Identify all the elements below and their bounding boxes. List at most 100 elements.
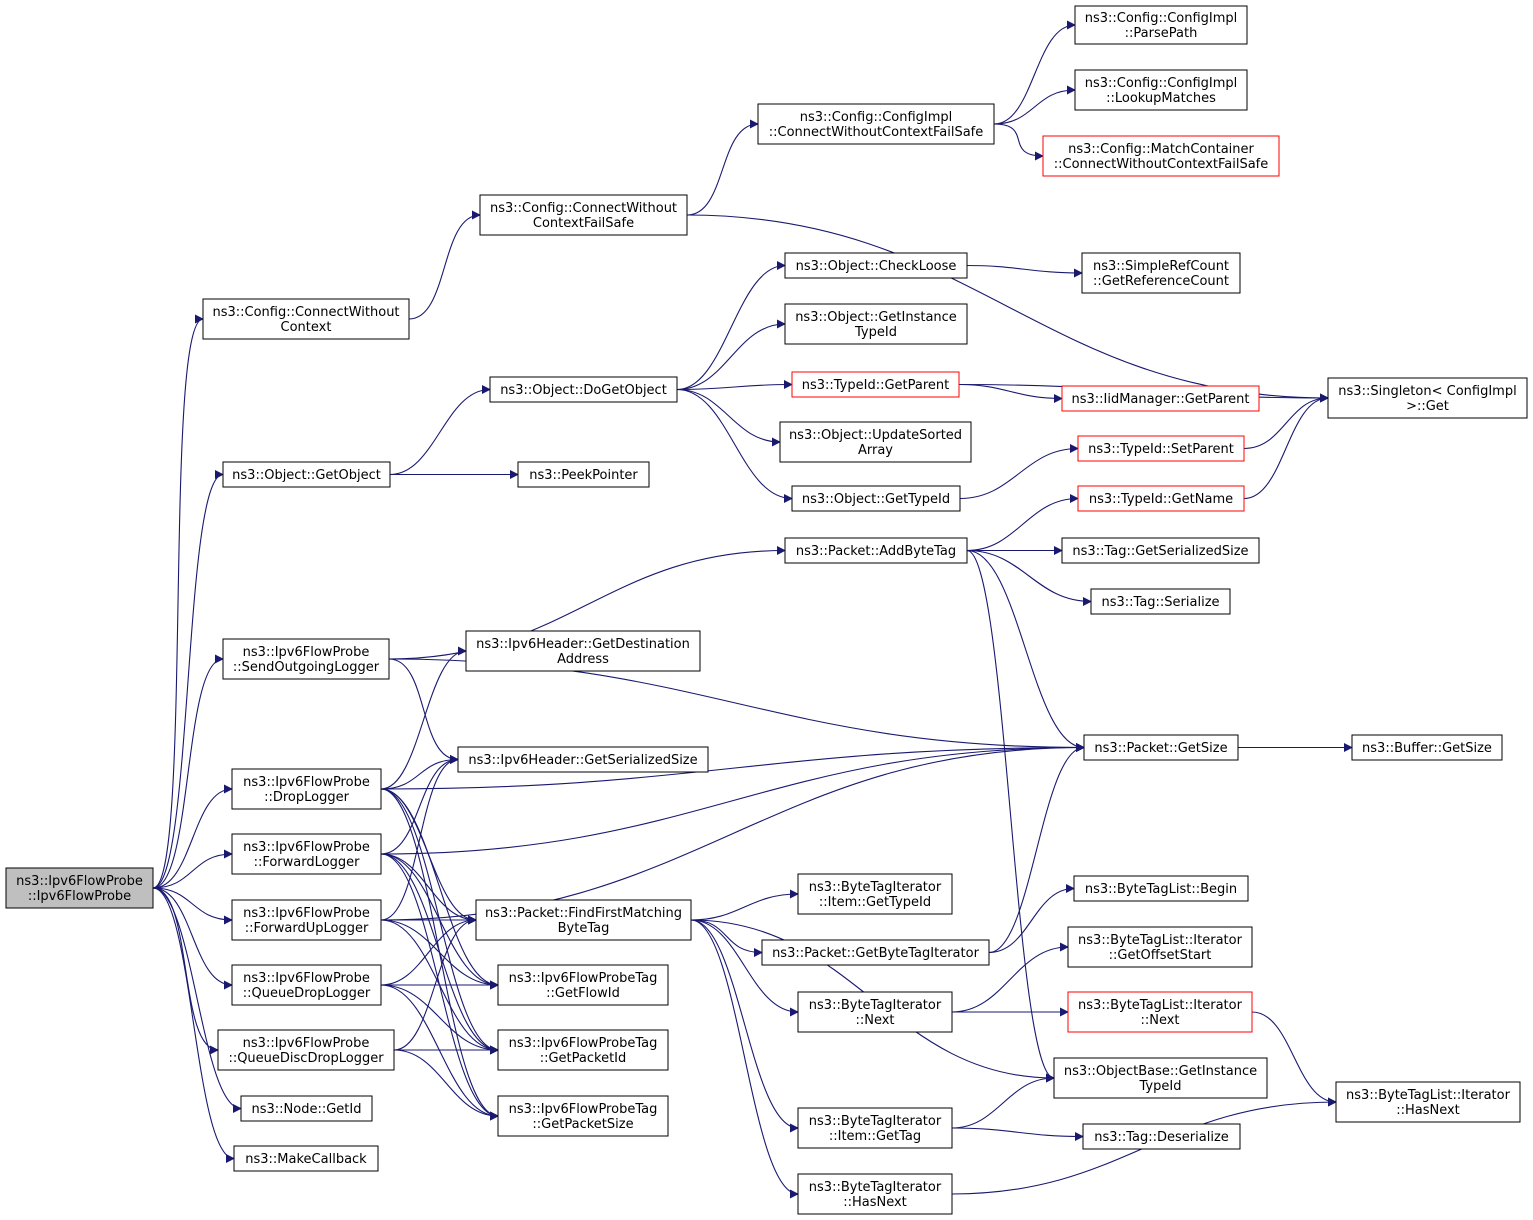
node-label: ns3::Ipv6Header::GetSerializedSize <box>468 753 697 768</box>
node-node_getid[interactable]: ns3::Node::GetId <box>240 1095 373 1122</box>
node-bti_hasnext[interactable]: ns3::ByteTagIterator::HasNext <box>797 1173 953 1215</box>
node-label: ::GetOffsetStart <box>1109 948 1212 963</box>
node-dogetobject[interactable]: ns3::Object::DoGetObject <box>489 376 678 403</box>
node-fpt_getpacketsize[interactable]: ns3::Ipv6FlowProbeTag::GetPacketSize <box>497 1095 669 1137</box>
node-label: ns3::Ipv6FlowProbe <box>243 840 370 855</box>
node-label: ::GetReferenceCount <box>1093 274 1229 289</box>
node-box <box>1083 734 1239 761</box>
node-buf_getsize[interactable]: ns3::Buffer::GetSize <box>1351 734 1503 761</box>
edge-tid_setparent-to-singleton <box>1243 393 1329 450</box>
node-box <box>1074 69 1248 111</box>
node-tid_getname[interactable]: ns3::TypeId::GetName <box>1077 485 1245 512</box>
node-btl_begin[interactable]: ns3::ByteTagList::Begin <box>1073 875 1249 902</box>
node-label: ns3::Packet::GetSize <box>1094 741 1227 756</box>
edge-btl_it_next-to-btl_it_hasnext <box>1251 1011 1337 1107</box>
edge-dogetobject-to-obj_gettypeid <box>676 388 793 503</box>
node-simpleref[interactable]: ns3::SimpleRefCount::GetReferenceCount <box>1081 252 1241 294</box>
node-label: ::HasNext <box>843 1195 907 1210</box>
node-tag_getser[interactable]: ns3::Tag::GetSerializedSize <box>1061 537 1260 564</box>
node-bti_item_gettag[interactable]: ns3::ByteTagIterator::Item::GetTag <box>797 1107 953 1149</box>
edge-sendout-to-addbytetag <box>388 546 786 660</box>
edge-findfirst-to-bti_hasnext <box>690 919 799 1199</box>
node-addbytetag[interactable]: ns3::Packet::AddByteTag <box>784 537 968 564</box>
edge-root-to-droplogger <box>152 784 233 889</box>
node-label: ns3::IidManager::GetParent <box>1071 392 1249 407</box>
node-fwdlogger[interactable]: ns3::Ipv6FlowProbe::ForwardLogger <box>231 833 382 875</box>
node-mc_cwcfs[interactable]: ns3::Config::MatchContainer::ConnectWith… <box>1042 135 1280 177</box>
node-box <box>797 1173 953 1215</box>
node-sendout[interactable]: ns3::Ipv6FlowProbe::SendOutgoingLogger <box>222 638 390 680</box>
edge-bti_next-to-btl_it_getoffset <box>951 942 1069 1013</box>
node-cwcfs[interactable]: ns3::Config::ConnectWithoutContextFailSa… <box>479 194 688 236</box>
node-pkt_getbti[interactable]: ns3::Packet::GetByteTagIterator <box>761 939 990 966</box>
edge-bti_item_gettag-to-tag_deserialize <box>951 1127 1084 1141</box>
node-iid_getparent[interactable]: ns3::IidManager::GetParent <box>1061 385 1260 412</box>
node-fpt_getflowid[interactable]: ns3::Ipv6FlowProbeTag::GetFlowId <box>497 964 669 1006</box>
edge-droplogger-to-fpt_getflowid <box>380 788 499 990</box>
node-singleton[interactable]: ns3::Singleton< ConfigImpl>::Get <box>1327 377 1528 419</box>
node-peekptr[interactable]: ns3::PeekPointer <box>517 461 650 488</box>
node-label: ns3::Packet::GetByteTagIterator <box>772 946 980 961</box>
node-box <box>1074 5 1248 45</box>
node-btl_it_hasnext[interactable]: ns3::ByteTagList::Iterator::HasNext <box>1335 1081 1521 1123</box>
node-cwc[interactable]: ns3::Config::ConnectWithoutContext <box>202 298 410 340</box>
node-qdroplogger[interactable]: ns3::Ipv6FlowProbe::QueueDropLogger <box>231 964 382 1006</box>
node-label: ns3::Object::GetTypeId <box>802 492 950 507</box>
node-ci_cwcfs[interactable]: ns3::Config::ConfigImpl::ConnectWithoutC… <box>757 103 995 145</box>
node-tid_getparent[interactable]: ns3::TypeId::GetParent <box>791 371 960 398</box>
node-fpt_getpacketid[interactable]: ns3::Ipv6FlowProbeTag::GetPacketId <box>497 1029 669 1071</box>
node-ipv6_getser[interactable]: ns3::Ipv6Header::GetSerializedSize <box>457 746 709 773</box>
node-box <box>489 376 678 403</box>
node-box <box>1077 485 1245 512</box>
edge-root-to-node_getid <box>152 887 242 1113</box>
node-qddroplogger[interactable]: ns3::Ipv6FlowProbe::QueueDiscDropLogger <box>217 1029 395 1071</box>
node-btl_it_next[interactable]: ns3::ByteTagList::Iterator::Next <box>1067 991 1253 1033</box>
edge-addbytetag-to-tid_getname <box>966 494 1079 552</box>
edge-pkt_getbti-to-btl_begin <box>988 884 1075 954</box>
node-checkloose[interactable]: ns3::Object::CheckLoose <box>784 252 968 279</box>
node-box <box>497 1095 669 1137</box>
node-box <box>1090 588 1231 615</box>
node-obj_gettypeid[interactable]: ns3::Object::GetTypeId <box>791 485 961 512</box>
node-box <box>1061 385 1260 412</box>
edge-fwduplogger-to-pkt_getsize <box>380 743 1085 921</box>
node-bti_item_gettypeid[interactable]: ns3::ByteTagIterator::Item::GetTypeId <box>797 873 953 915</box>
node-root[interactable]: ns3::Ipv6FlowProbe::Ipv6FlowProbe <box>5 867 154 909</box>
edge-dogetobject-to-checkloose <box>676 261 786 391</box>
edge-droplogger-to-ipv6_getdest <box>380 646 467 790</box>
node-label: ::HasNext <box>1396 1103 1460 1118</box>
node-tag_deserialize[interactable]: ns3::Tag::Deserialize <box>1082 1123 1241 1150</box>
node-box <box>1067 991 1253 1033</box>
node-label: ns3::Ipv6FlowProbeTag <box>509 1102 658 1117</box>
node-box <box>1335 1081 1521 1123</box>
node-box <box>231 964 382 1006</box>
edge-qdroplogger-to-findfirst <box>380 915 477 986</box>
node-label: ns3::ObjectBase::GetInstance <box>1064 1064 1257 1079</box>
edge-bti_item_gettag-to-objbase_getinst <box>951 1073 1055 1129</box>
edge-findfirst-to-bti_next <box>690 919 799 1017</box>
node-label: ns3::Ipv6FlowProbe <box>243 775 370 790</box>
node-box <box>517 461 650 488</box>
node-pkt_getsize[interactable]: ns3::Packet::GetSize <box>1083 734 1239 761</box>
node-tag_serialize[interactable]: ns3::Tag::Serialize <box>1090 588 1231 615</box>
node-ci_parse[interactable]: ns3::Config::ConfigImpl::ParsePath <box>1074 5 1248 45</box>
node-getobject[interactable]: ns3::Object::GetObject <box>222 461 391 488</box>
node-fwduplogger[interactable]: ns3::Ipv6FlowProbe::ForwardUpLogger <box>231 899 382 941</box>
node-label: TypeId <box>1139 1079 1182 1094</box>
node-ci_lookup[interactable]: ns3::Config::ConfigImpl::LookupMatches <box>1074 69 1248 111</box>
node-droplogger[interactable]: ns3::Ipv6FlowProbe::DropLogger <box>231 768 382 810</box>
node-bti_next[interactable]: ns3::ByteTagIterator::Next <box>797 991 953 1033</box>
node-makecallback[interactable]: ns3::MakeCallback <box>233 1145 379 1172</box>
node-btl_it_getoffset[interactable]: ns3::ByteTagList::Iterator::GetOffsetSta… <box>1067 926 1253 968</box>
node-label: ns3::ByteTagList::Iterator <box>1078 998 1243 1013</box>
node-box <box>5 867 154 909</box>
edge-root-to-fwduplogger <box>152 887 233 925</box>
node-box <box>497 964 669 1006</box>
node-tid_setparent[interactable]: ns3::TypeId::SetParent <box>1077 435 1245 462</box>
